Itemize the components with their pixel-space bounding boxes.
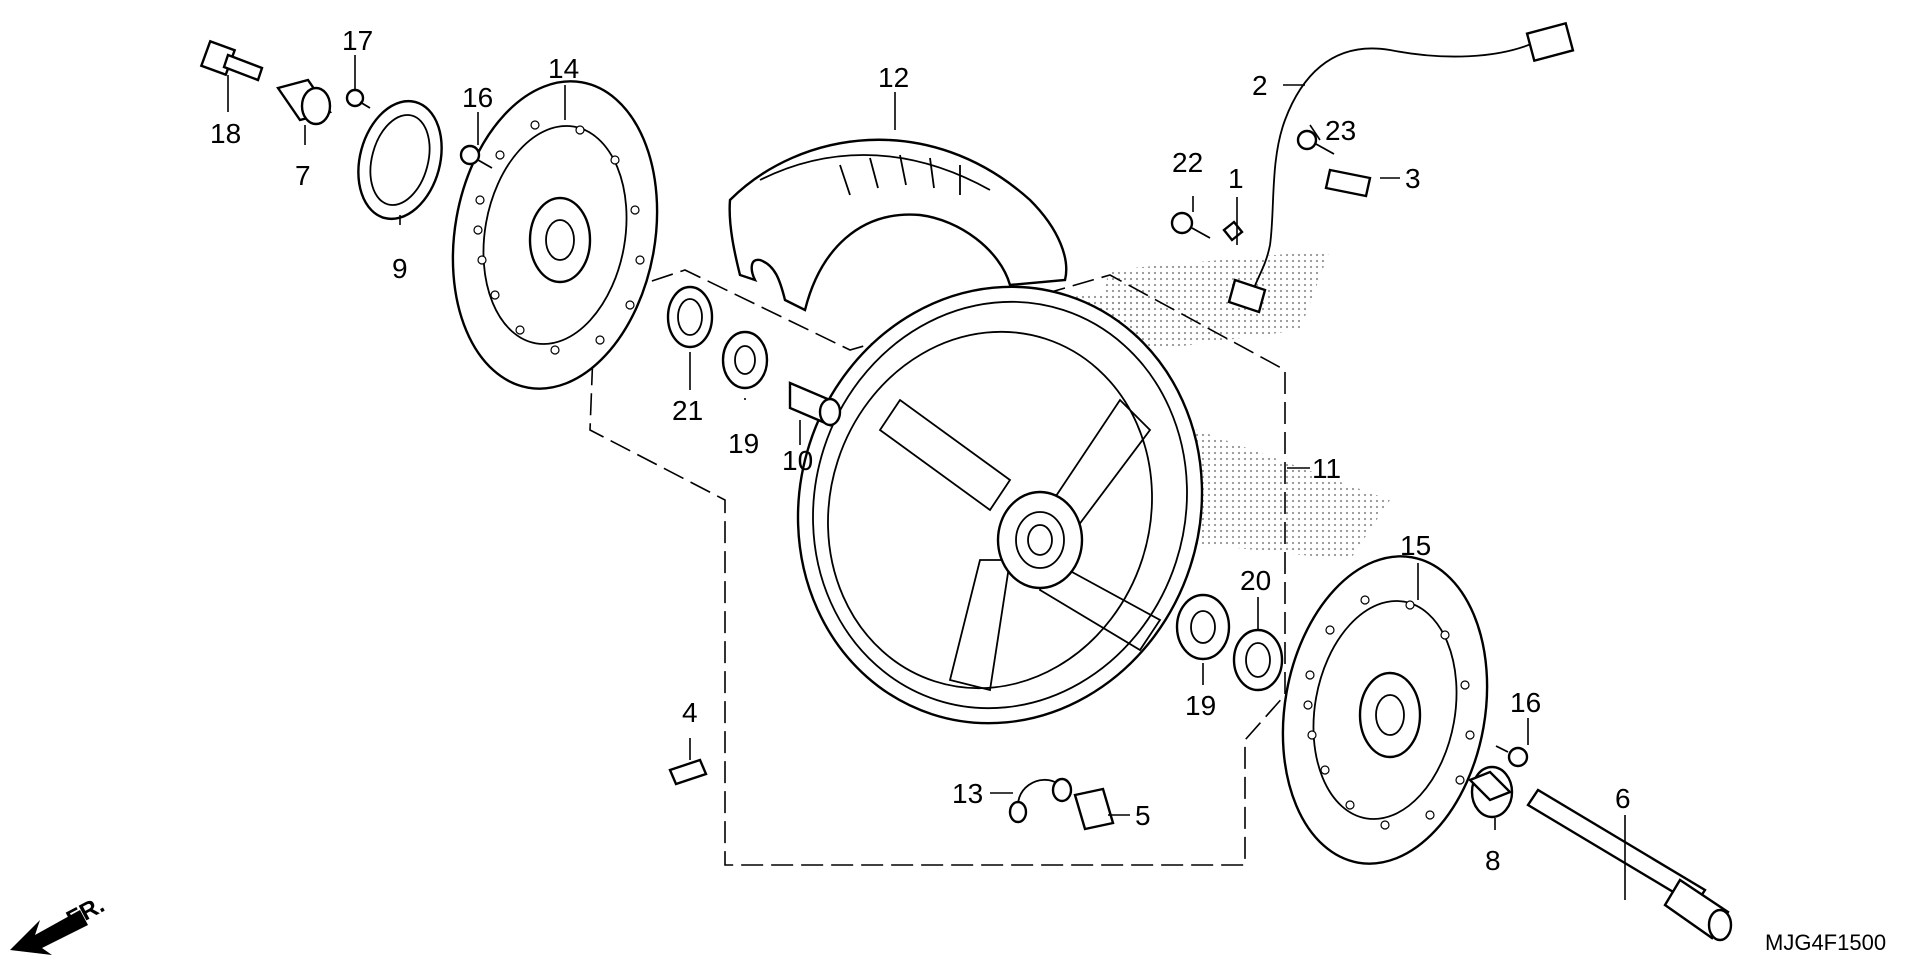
- callout-9: 9: [392, 253, 408, 284]
- callout-11: 11: [1312, 453, 1341, 484]
- callout-10: 10: [782, 445, 813, 476]
- callout-13: 13: [952, 778, 983, 809]
- callout-19-right: 19: [1185, 690, 1216, 721]
- bolt-23-part: [1296, 129, 1335, 155]
- callout-7: 7: [295, 160, 311, 191]
- screw-17-part: [345, 88, 371, 109]
- wheel-rim-part: [796, 285, 1204, 725]
- screw-16-right-part: [1495, 745, 1529, 768]
- front-direction-arrow: FR.: [10, 891, 109, 955]
- bolt-22-part: [1170, 211, 1211, 239]
- brake-disc-right-part: [1281, 555, 1489, 865]
- sensor-wire-part: [1227, 21, 1575, 314]
- bolt-18-part: [199, 39, 264, 82]
- axle-6-part: [1526, 788, 1733, 942]
- brake-disc-left-part: [451, 80, 659, 390]
- callout-2: 2: [1252, 70, 1268, 101]
- callout-23: 23: [1325, 115, 1356, 146]
- bearing-19-left-part: [721, 330, 769, 390]
- callout-5: 5: [1135, 800, 1151, 831]
- clamp-5-part: [1073, 787, 1115, 831]
- clamp-3-part: [1324, 168, 1372, 198]
- callout-15: 15: [1400, 530, 1431, 561]
- leader-lines: [227, 55, 1626, 900]
- dust-seal-20-part: [1232, 628, 1284, 692]
- dust-seal-21-part: [666, 285, 714, 349]
- tire-part: [728, 138, 1068, 312]
- callout-3: 3: [1405, 163, 1421, 194]
- callout-6: 6: [1615, 783, 1631, 814]
- callout-18: 18: [210, 118, 241, 149]
- callout-22: 22: [1172, 147, 1203, 178]
- callout-17: 17: [342, 25, 373, 56]
- callout-labels: 1 2 3 4 5 6 7 8 9 10 11 12 13 14 15 16 1…: [210, 25, 1631, 876]
- callout-20: 20: [1240, 565, 1271, 596]
- pulser-ring-part: [357, 99, 443, 221]
- callout-16-right: 16: [1510, 687, 1541, 718]
- collar-8-part: [1467, 765, 1514, 819]
- callout-16-left: 16: [462, 82, 493, 113]
- bearing-19-right-part: [1175, 593, 1231, 661]
- diagram-code: MJG4F1500: [1765, 930, 1886, 955]
- hose-13-part: [1008, 777, 1073, 824]
- spacer-10-part: [788, 381, 842, 427]
- callout-1: 1: [1228, 163, 1244, 194]
- callout-21: 21: [672, 395, 703, 426]
- collar-part: [276, 78, 332, 126]
- callout-19-left: 19: [728, 428, 759, 459]
- assembly-boundary: [589, 269, 1286, 866]
- callout-8: 8: [1485, 845, 1501, 876]
- clip-1-part: [1222, 220, 1244, 242]
- callout-12: 12: [878, 62, 909, 93]
- clip-4-part: [668, 758, 708, 786]
- callout-14: 14: [548, 53, 579, 84]
- screw-16-left-part: [459, 144, 493, 169]
- callout-4: 4: [682, 697, 698, 728]
